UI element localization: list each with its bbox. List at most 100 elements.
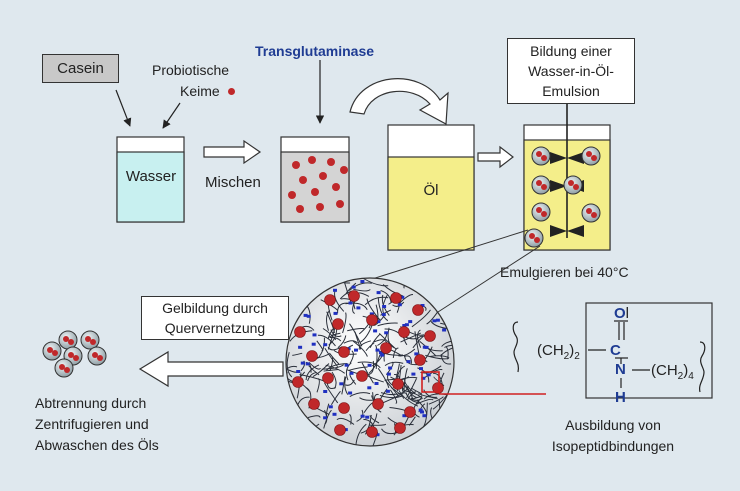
crosslink-mark — [305, 362, 310, 366]
crosslink-mark — [354, 348, 358, 352]
carbon-atom: C — [610, 342, 621, 359]
protein-chain — [381, 294, 390, 316]
crosslink-mark — [382, 305, 387, 308]
crosslink-mark — [328, 405, 333, 409]
probiotic-dot — [308, 156, 316, 164]
crosslink-mark — [404, 323, 409, 327]
crosslink-mark — [375, 433, 380, 437]
probiotic-dot — [340, 166, 348, 174]
stirrer-blade — [550, 225, 584, 237]
embedded-probiotic — [332, 318, 344, 330]
protein-chain — [345, 282, 357, 294]
protein-chain — [404, 378, 416, 394]
crosslink-mark — [376, 291, 381, 295]
crosslink-mark — [323, 343, 328, 347]
embedded-probiotic — [412, 304, 424, 316]
isopeptide-line1: Ausbildung von — [565, 417, 661, 433]
crosslink-mark — [348, 391, 353, 395]
protein-chain — [368, 355, 381, 374]
gel-particle — [42, 341, 62, 361]
protein-chain — [410, 387, 423, 395]
protein-chain — [377, 297, 389, 322]
crosslink-mark — [323, 416, 328, 420]
protein-chain — [375, 344, 378, 369]
embedded-probiotic — [292, 376, 304, 388]
separation-line1: Abtrennung durch — [35, 395, 147, 411]
crosslink-mark — [298, 345, 303, 349]
protein-chain — [343, 340, 358, 344]
protein-chain — [352, 340, 368, 357]
embedded-probiotic — [424, 330, 436, 342]
embedded-probiotic — [322, 372, 334, 384]
protein-chain — [331, 371, 337, 389]
separation-label: Abtrennung durch Zentrifugieren und Abwa… — [35, 393, 159, 456]
probiotic-dot — [327, 158, 335, 166]
crosslink-mark — [432, 319, 437, 323]
protein-chain — [360, 413, 378, 434]
final-particles — [42, 330, 107, 378]
ch2-right-close: ) — [683, 362, 689, 379]
crosslink-mark — [418, 408, 423, 412]
gel-line2: Quervernetzung — [164, 320, 266, 336]
protein-chain — [390, 387, 405, 399]
crosslink-mark — [421, 376, 426, 380]
crosslink-mark — [420, 410, 424, 414]
protein-chain — [400, 332, 421, 343]
protein-chain — [300, 360, 306, 372]
embedded-probiotic — [372, 398, 384, 410]
oxygen-atom: Ol — [614, 304, 629, 323]
protein-chain — [325, 364, 346, 374]
crosslink-mark — [376, 320, 381, 324]
protein-chain — [357, 361, 381, 369]
protein-chain — [407, 391, 417, 400]
probiotic-dot — [299, 176, 307, 184]
protein-chain — [307, 372, 317, 382]
gel-particle — [58, 330, 78, 350]
protein-chain — [428, 396, 444, 405]
protein-chain — [317, 334, 336, 347]
protein-chain — [321, 364, 345, 370]
protein-chain — [416, 398, 434, 405]
protein-chain — [337, 302, 349, 314]
enzyme-label: Transglutaminase — [255, 43, 375, 59]
probiotic-dot — [319, 172, 327, 180]
embedded-probiotic — [380, 342, 392, 354]
protein-chain — [358, 340, 372, 350]
mixture-beaker — [280, 136, 350, 223]
protein-chain — [363, 278, 389, 287]
crosslink-mark — [381, 313, 386, 317]
protein-chain — [307, 415, 321, 419]
isopeptide-line2: Isopeptidbindungen — [551, 438, 675, 454]
water-droplet — [531, 175, 551, 195]
protein-chain — [292, 352, 303, 356]
stirrer-blade — [550, 152, 584, 164]
crosslink-mark — [367, 386, 372, 390]
crosslink-mark — [356, 306, 361, 310]
gel-particle — [54, 358, 74, 378]
protein-chain — [419, 340, 437, 357]
protein-chain — [345, 362, 352, 381]
protein-chain — [347, 327, 365, 332]
embedded-probiotic — [324, 294, 336, 306]
ch2-left-close: ) — [569, 342, 575, 359]
protein-chain — [348, 366, 368, 371]
crosslink-mark — [349, 371, 354, 375]
crosslink-mark — [402, 324, 407, 327]
protein-chain — [308, 365, 320, 376]
protein-chain — [392, 301, 405, 307]
protein-chain — [426, 311, 439, 325]
crosslink-mark — [303, 313, 308, 317]
isopeptide-structure — [512, 302, 713, 399]
mix-label: Mischen — [205, 174, 261, 191]
protein-chain — [410, 397, 422, 401]
water-droplet — [563, 175, 583, 195]
probiotic-dot — [336, 200, 344, 208]
embedded-probiotic — [334, 424, 346, 436]
arrow-probiotics-to-water — [162, 102, 181, 129]
protein-chain — [326, 309, 331, 331]
protein-chain — [341, 376, 346, 395]
protein-chain — [286, 360, 297, 373]
oil-beaker — [387, 124, 475, 251]
protein-chain — [403, 355, 412, 364]
embedded-probiotic — [398, 326, 410, 338]
